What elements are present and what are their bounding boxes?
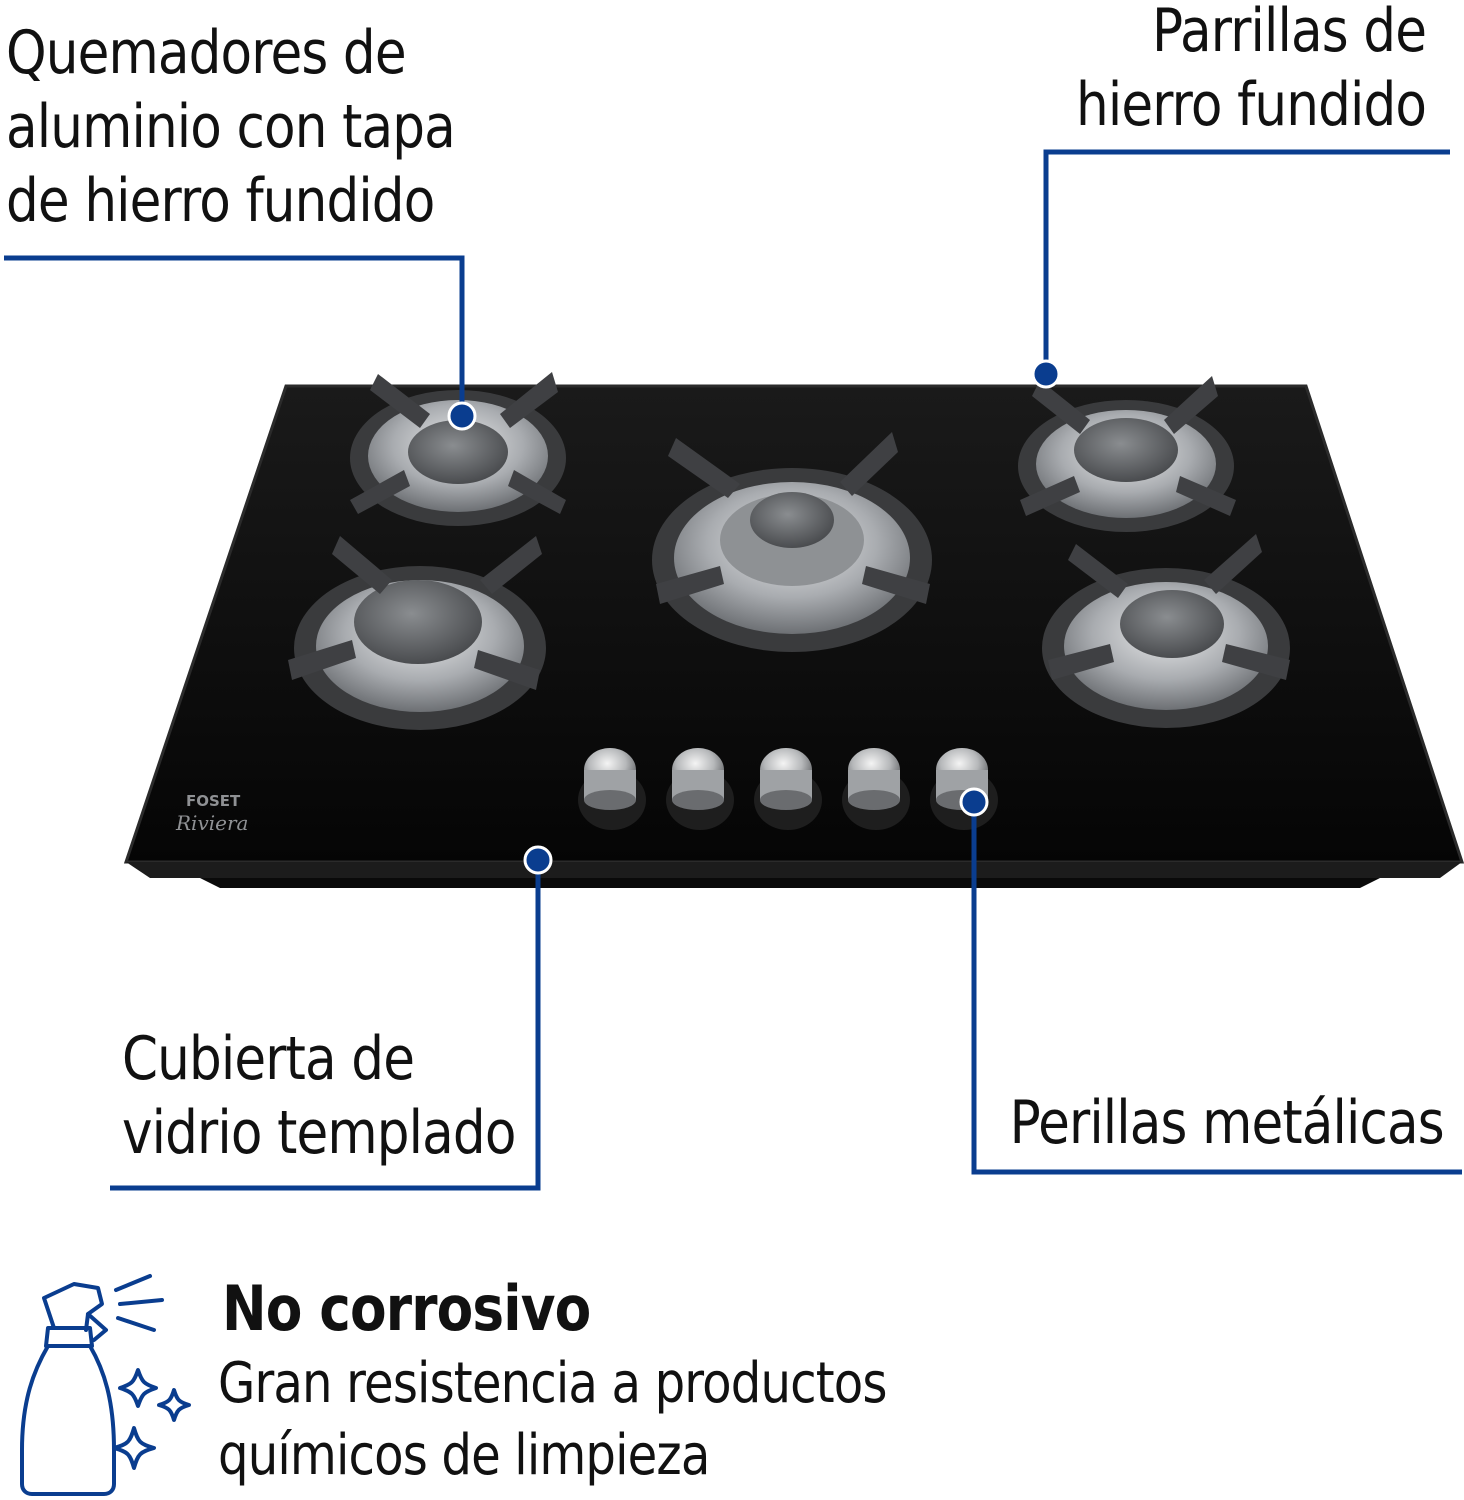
callout-glass-line [110, 862, 541, 1191]
callout-glass-label: Cubierta de vidrio templado [122, 1024, 516, 1168]
callout-knobs-label: Perillas metálicas [1009, 1088, 1445, 1158]
burner-back-left [350, 372, 566, 526]
burner-back-right [1018, 376, 1236, 532]
callout-grates-label: Parrillas de hierro fundido [1075, 0, 1427, 140]
callout-burners-label: Quemadores de aluminio con tapa de hierr… [6, 18, 456, 236]
feature-description: Gran resistencia a productos químicos de… [218, 1351, 888, 1488]
callout-glass-dot [523, 845, 553, 875]
burner-front-right [1042, 534, 1290, 728]
control-knobs [578, 748, 998, 830]
burner-center-wok [652, 432, 932, 652]
feature-title: No corrosivo [222, 1272, 591, 1345]
brand-model: Riviera [175, 811, 248, 835]
callout-grates-line [1043, 149, 1450, 372]
callout-burners-dot [447, 401, 477, 431]
callout-knobs-line [971, 804, 1462, 1175]
callout-burners-line [4, 255, 465, 414]
knob-1[interactable] [578, 748, 646, 830]
callout-grates-dot [1031, 359, 1061, 389]
spray-bottle-icon [20, 1274, 191, 1496]
knob-2[interactable] [666, 748, 734, 830]
knob-4[interactable] [842, 748, 910, 830]
brand-name: FOSET [186, 792, 241, 810]
callout-knobs-dot [959, 787, 989, 817]
knob-3[interactable] [754, 748, 822, 830]
burner-front-left [288, 536, 546, 730]
